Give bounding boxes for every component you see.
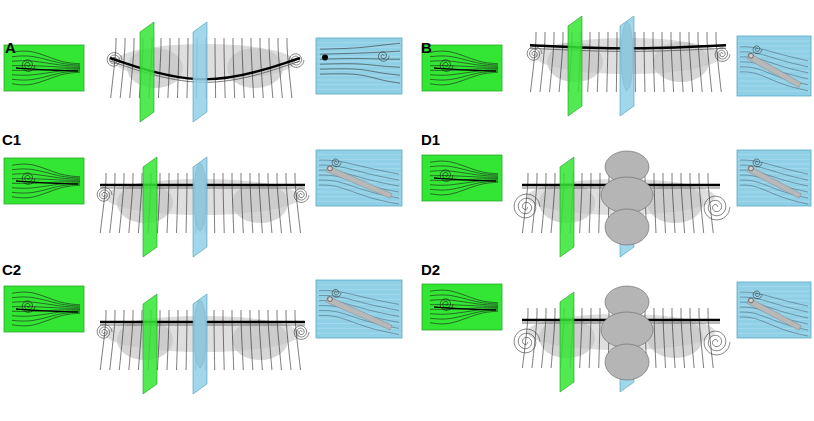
green-section-view bbox=[4, 286, 84, 332]
panel-label: D1 bbox=[421, 132, 440, 147]
section-plane bbox=[140, 22, 154, 122]
panel-label: D2 bbox=[421, 262, 440, 277]
green-section-view bbox=[422, 45, 502, 91]
green-section-view bbox=[422, 155, 502, 201]
section-plane bbox=[193, 22, 207, 122]
panel-label: B bbox=[421, 40, 432, 55]
section-plane bbox=[143, 157, 157, 257]
section-plane bbox=[568, 16, 582, 116]
insect-body bbox=[605, 209, 649, 245]
section-plane bbox=[143, 294, 157, 394]
panel-label: A bbox=[5, 40, 16, 55]
blue-section-view bbox=[737, 150, 811, 206]
section-plane bbox=[193, 294, 207, 394]
blue-section-view bbox=[316, 280, 402, 338]
section-plane bbox=[193, 157, 207, 257]
green-section-view bbox=[422, 284, 502, 330]
blue-section-view bbox=[737, 282, 811, 338]
blue-section-view bbox=[737, 36, 811, 96]
green-section-view bbox=[4, 158, 84, 204]
insect-body bbox=[601, 177, 653, 213]
green-section-view bbox=[4, 45, 84, 91]
insect-body bbox=[605, 344, 649, 380]
section-plane bbox=[560, 157, 574, 257]
blue-section-view bbox=[316, 38, 402, 94]
section-plane bbox=[620, 16, 634, 116]
panel-label: C2 bbox=[2, 262, 21, 277]
section-plane bbox=[560, 292, 574, 392]
panel-label: C1 bbox=[2, 132, 21, 147]
insect-body bbox=[601, 312, 653, 348]
blue-section-view bbox=[316, 150, 402, 206]
